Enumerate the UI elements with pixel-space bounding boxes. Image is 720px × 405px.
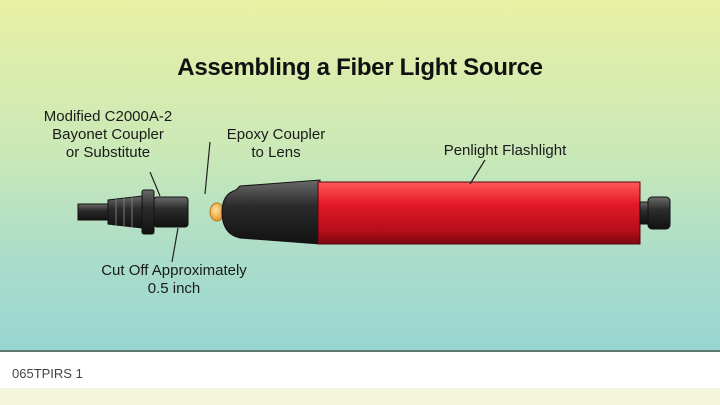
flashlight-tail-cap [639,196,671,230]
coupler-tip [77,203,109,221]
diagram-panel: Assembling a Fiber Light Source [0,0,720,352]
label-line: or Substitute [65,144,151,161]
label-epoxy-coupler: Epoxy Coupler to Lens [216,126,336,162]
label-bayonet-coupler: Modified C2000A-2 Bayonet Coupler or Sub… [28,108,188,162]
label-line: 0.5 inch [147,280,201,297]
label-cut-off: Cut Off Approximately 0.5 inch [84,262,264,298]
bayonet-coupler [77,189,189,235]
figure-code: 065TPIRS 1 [12,366,83,381]
coupler-flange [141,189,155,235]
label-line: to Lens [251,144,301,161]
leader-epoxy [204,141,211,195]
label-line: Modified C2000A-2 [43,108,173,125]
flashlight-body [317,181,641,245]
diagram-title: Assembling a Fiber Light Source [177,54,543,81]
flashlight-diagram [77,141,671,263]
label-penlight-flashlight: Penlight Flashlight [420,142,590,160]
label-line: Epoxy Coupler [226,126,326,143]
label-line: Penlight Flashlight [443,142,567,159]
label-line: Cut Off Approximately [101,262,247,279]
flashlight-head-cap [221,179,321,245]
label-line: Bayonet Coupler [52,126,164,143]
bottom-strip [0,388,720,405]
leader-penlight [469,159,486,185]
caption-bar: 065TPIRS 1 [0,352,720,388]
leader-coupler [149,171,161,197]
coupler-barrel [153,196,189,228]
coupler-ribbed-section [107,195,143,229]
leader-cutoff [171,227,179,263]
